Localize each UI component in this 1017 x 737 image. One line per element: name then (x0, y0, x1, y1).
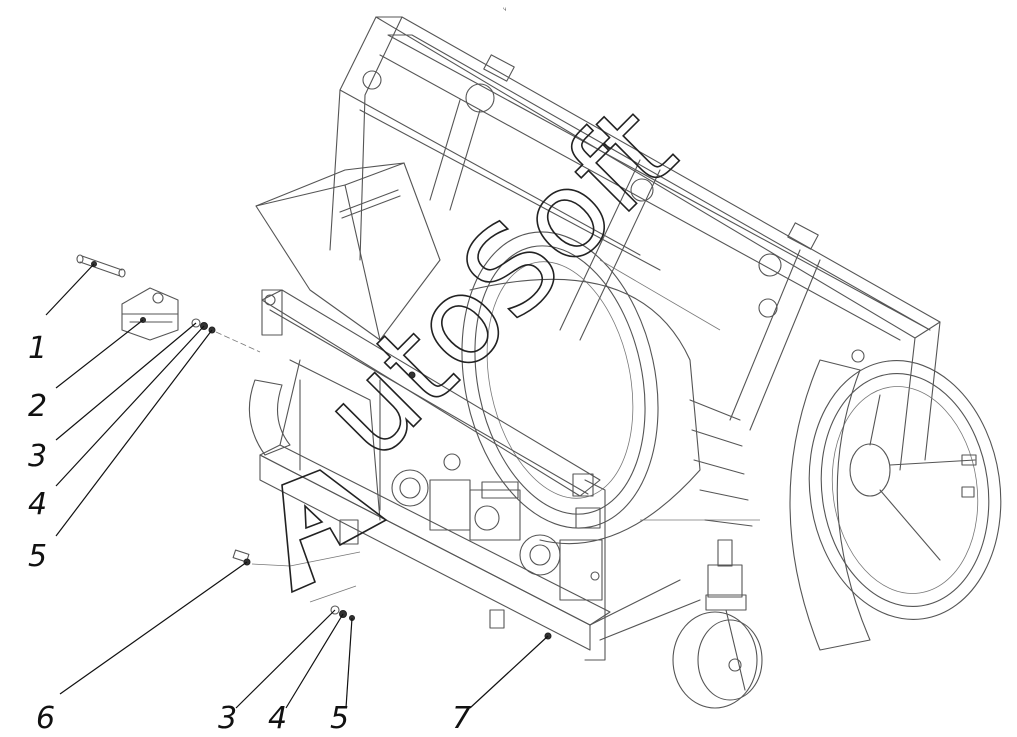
parts-345-lower (309, 585, 357, 621)
callout-3: 3 (28, 439, 47, 474)
callout-3-lower: 3 (218, 701, 237, 736)
front-wheel (789, 359, 1002, 651)
part-6-bolt (232, 549, 361, 567)
part-1-pin (76, 254, 126, 278)
callout-4-lower: 4 (268, 701, 287, 736)
top-mark: ч (503, 6, 507, 13)
callout-2: 2 (28, 389, 47, 424)
gearbox (391, 453, 603, 601)
callout-4: 4 (28, 487, 47, 522)
callout-6: 6 (36, 701, 55, 736)
callout-5-lower: 5 (330, 701, 349, 736)
machine-body (248, 16, 1002, 709)
upper-frame (329, 16, 941, 471)
part-2-bracket (121, 287, 179, 341)
front-axle-bar (261, 289, 601, 497)
callout-1: 1 (28, 331, 47, 366)
watermark: utoSoft (281, 80, 703, 594)
leader-lines (45, 263, 549, 709)
parts-345-upper (191, 318, 261, 353)
watermark-text: utoSoft (297, 81, 702, 486)
hopper-box (255, 162, 441, 341)
drum-tines (689, 399, 753, 527)
watermark-letter-a (281, 469, 388, 594)
lower-frame (248, 359, 701, 661)
callout-5: 5 (28, 539, 47, 574)
callout-labels: 1 2 3 4 5 6 3 4 5 7 (28, 331, 471, 736)
caster-wheel (672, 539, 763, 709)
exploded-parts (76, 254, 361, 621)
callout-7: 7 (452, 701, 471, 736)
